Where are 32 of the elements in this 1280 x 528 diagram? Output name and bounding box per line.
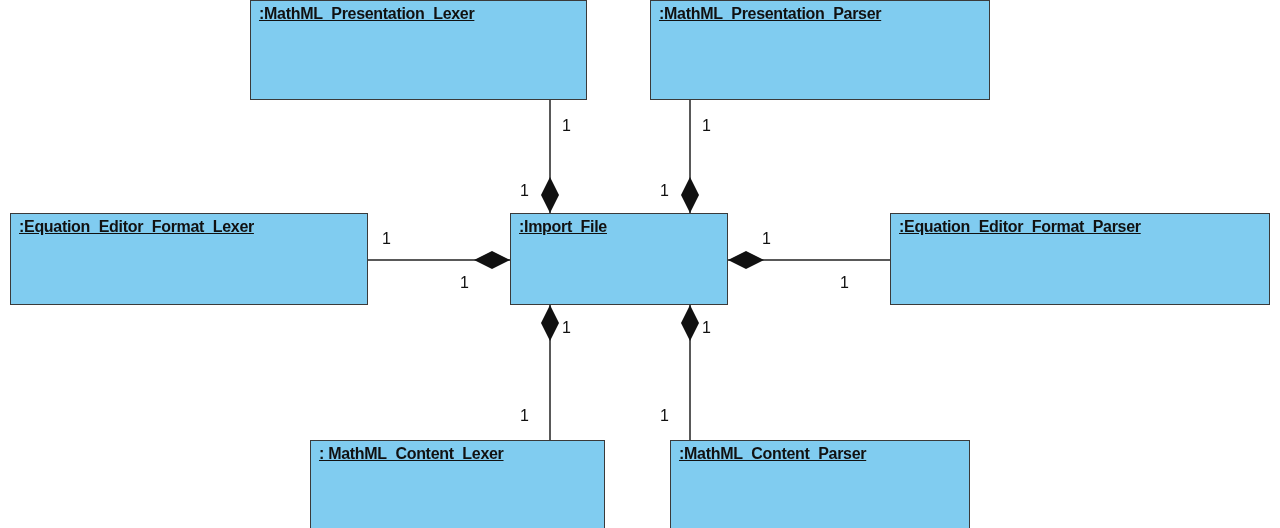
- multiplicity: 1: [562, 320, 571, 336]
- object-name: :MathML_Presentation_Parser: [659, 5, 882, 23]
- object-name: :MathML_Presentation_Lexer: [259, 5, 475, 23]
- object-name: :Equation_Editor_Format_Lexer: [19, 218, 254, 236]
- composition-line: [541, 99, 559, 214]
- object-name: :Equation_Editor_Format_Parser: [899, 218, 1141, 236]
- composition-line: [681, 99, 699, 214]
- composition-line: [367, 251, 511, 269]
- composition-line: [727, 251, 891, 269]
- object-name: :Import_File: [519, 218, 607, 236]
- composition-line: [541, 304, 559, 441]
- multiplicity: 1: [520, 408, 529, 424]
- multiplicity: 1: [562, 118, 571, 134]
- object-box: [650, 0, 990, 100]
- multiplicity: 1: [660, 183, 669, 199]
- object-box: [10, 213, 368, 305]
- multiplicity: 1: [660, 408, 669, 424]
- object-box: [890, 213, 1270, 305]
- object-name: :MathML_Content_Parser: [679, 445, 867, 463]
- object-box: [670, 440, 970, 528]
- object-box: [250, 0, 587, 100]
- multiplicity: 1: [762, 231, 771, 247]
- multiplicity: 1: [840, 275, 849, 291]
- object-name: : MathML_Content_Lexer: [319, 445, 504, 463]
- object-box: [310, 440, 605, 528]
- composition-line: [681, 304, 699, 441]
- object-box: [510, 213, 728, 305]
- multiplicity: 1: [382, 231, 391, 247]
- multiplicity: 1: [702, 320, 711, 336]
- multiplicity: 1: [702, 118, 711, 134]
- multiplicity: 1: [460, 275, 469, 291]
- multiplicity: 1: [520, 183, 529, 199]
